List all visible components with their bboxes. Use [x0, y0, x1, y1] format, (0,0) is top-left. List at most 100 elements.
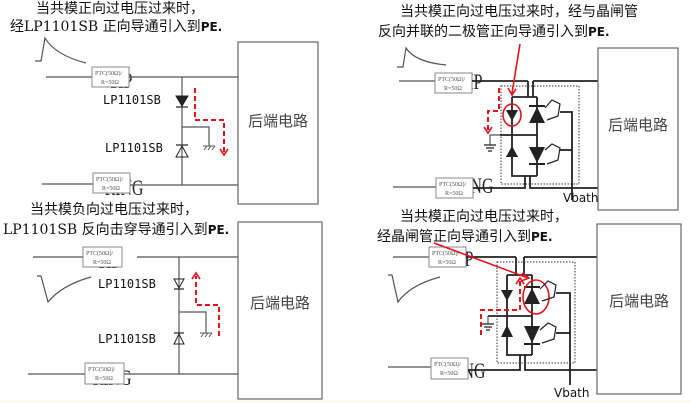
ptc-label-line1: PTC(50Ω)/: [438, 76, 465, 83]
vbath-line: [560, 111, 573, 200]
gate-lead: [544, 99, 561, 121]
ground-icon: [203, 145, 216, 151]
ptc-label-line2: R=50Ω: [438, 260, 456, 266]
positive-surge-waveform: [35, 36, 87, 64]
current-path-arrow: [195, 276, 220, 336]
negative-surge-waveform: [37, 275, 92, 304]
ring-to-block: [524, 355, 597, 371]
panel-top-left: 当共模正向过电压过来时， 经LP1101SB 正向导通引入到PE. TIP PT…: [10, 1, 319, 205]
diode-icon: [175, 95, 189, 107]
ptc-resistor-ring: [430, 357, 469, 380]
part-label-lower: LP1101SB: [105, 141, 163, 155]
thyristor-icon: [529, 147, 545, 163]
ground-tap-wire: [179, 311, 207, 333]
diode-icon: [175, 144, 189, 158]
backend-circuit-label: 后端电路: [609, 292, 669, 310]
arrow-head-icon: [483, 126, 493, 135]
ptc-label-line2: R=50Ω: [102, 186, 120, 192]
backend-circuit-label: 后端电路: [608, 116, 668, 134]
diode-icon: [501, 325, 513, 337]
ptc-label-line2: R=50Ω: [444, 86, 462, 92]
diode-icon: [501, 290, 513, 301]
diode-icon: [173, 332, 185, 345]
ptc-label-line2: R=50Ω: [101, 80, 119, 86]
ground-icon: [482, 323, 494, 331]
ground-icon: [484, 144, 496, 152]
gate-lead: [544, 143, 561, 165]
ptc-resistor-tip: [82, 246, 123, 268]
backend-circuit-block: [237, 41, 319, 205]
ptc-label-line1: PTC(50Ω)/: [95, 70, 122, 77]
highlight-circle: [522, 279, 550, 315]
caption-line2: 经晶闸管正向导通引入到PE.: [377, 229, 553, 245]
pe-label: PE.: [588, 25, 610, 39]
thyristor-icon: [524, 288, 540, 304]
caption-line1: 当共模负向过电压过来时，: [30, 202, 198, 218]
arrow-head-icon: [507, 87, 517, 97]
part-label-upper: LP1101SB: [103, 93, 161, 107]
arrow-head-icon: [191, 271, 201, 280]
highlight-circle: [502, 103, 522, 127]
vbath-label: Vbath: [563, 191, 599, 205]
backend-circuit-block: [597, 47, 679, 211]
arrow-head-icon: [515, 276, 525, 285]
current-path-arrow: [194, 88, 225, 153]
vbath-line: [556, 292, 571, 385]
caption-line1: 当共模正向过电压过来时，: [400, 209, 568, 225]
gate-lead: [539, 280, 557, 302]
backend-circuit-label: 后端电路: [250, 294, 310, 312]
caption-line2-text: LP1101SB 反向击穿导通引入到: [3, 222, 208, 238]
ptc-label-line2: R=50Ω: [93, 260, 111, 266]
tss-package-outline: [496, 261, 576, 364]
backend-circuit-label: 后端电路: [248, 112, 308, 130]
ptc-label-line1: PTC(50Ω)/: [434, 361, 461, 368]
diode-icon: [506, 146, 518, 157]
ground-tap-wire: [182, 126, 210, 146]
ptc-label-line1: PTC(50Ω)/: [432, 250, 459, 257]
ptc-label-line2: R=50Ω: [95, 376, 113, 382]
part-label-upper: LP1101SB: [98, 277, 156, 291]
gate-lead: [539, 322, 557, 344]
thyristor-icon: [529, 107, 545, 123]
vbath-label: Vbath: [554, 386, 590, 400]
backend-circuit-block: [237, 221, 323, 400]
negative-surge-waveform: [388, 274, 441, 304]
ptc-resistor-ring: [92, 172, 131, 194]
arrow-head-icon: [520, 272, 531, 282]
ring-wire-out: [473, 176, 526, 189]
backend-circuit-block: [596, 223, 682, 395]
callout-arrow: [511, 43, 521, 94]
pe-label: PE.: [201, 20, 223, 34]
current-path-arrow: [487, 88, 500, 131]
panel-top-right: 当共模正向过电压过来时，经与晶闸管 反向并联的二极管正向导通引入到PE. TIP…: [378, 4, 679, 211]
arrow-head-icon: [219, 148, 229, 157]
ground-wire: [489, 134, 500, 145]
diode-icon: [506, 110, 518, 121]
callout-arrow: [433, 242, 529, 279]
ptc-label-line1: PTC(50Ω)/: [86, 250, 113, 257]
caption-line2-text: 反向并联的二极管正向导通引入到: [378, 24, 588, 40]
bottom-edge: [0, 400, 691, 403]
ptc-resistor-tip: [434, 72, 473, 94]
pe-label: PE.: [531, 230, 553, 244]
panel-bottom-left: 当共模负向过电压过来时， LP1101SB 反向击穿导通引入到PE. TIP P…: [3, 202, 323, 400]
left-rail: [511, 97, 537, 177]
diode-icon: [173, 278, 185, 290]
ptc-label-line2: R=50Ω: [440, 371, 458, 377]
caption-line2-text: 经晶闸管正向导通引入到: [377, 229, 531, 245]
current-path-arrow: [480, 280, 521, 335]
ring-wire-out: [468, 355, 521, 371]
ptc-label-line1: PTC(50Ω)/: [96, 176, 123, 183]
caption-line2: 反向并联的二极管正向导通引入到PE.: [378, 24, 610, 40]
ring-to-block: [529, 176, 598, 189]
ptc-label-line1: PTC(50Ω)/: [88, 366, 115, 373]
ptc-label-line1: PTC(50Ω)/: [439, 181, 466, 188]
caption-line1: 当共模正向过电压过来时，: [36, 1, 204, 17]
panel-bottom-right: 当共模正向过电压过来时， 经晶闸管正向导通引入到PE. TIP PTC(50Ω)…: [377, 209, 682, 400]
thyristor-icon: [524, 326, 540, 343]
caption-line2: 经LP1101SB 正向导通引入到PE.: [10, 19, 222, 35]
part-label-lower: LP1101SB: [98, 332, 156, 346]
ptc-label-line2: R=50Ω: [445, 191, 463, 197]
caption-line2: LP1101SB 反向击穿导通引入到PE.: [3, 222, 229, 238]
